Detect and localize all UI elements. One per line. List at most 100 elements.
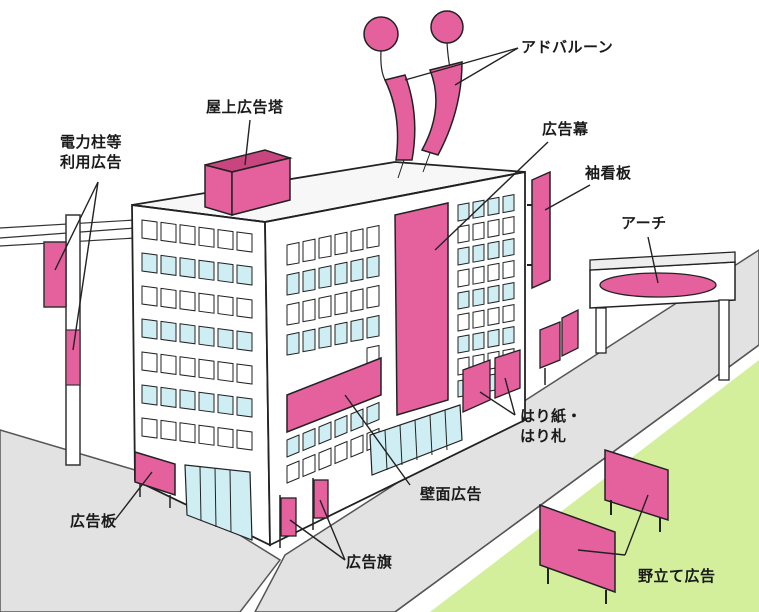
window <box>198 325 215 347</box>
label-utility-pole-line2: 利用広告 <box>60 153 123 171</box>
window <box>302 453 316 478</box>
window <box>286 271 300 296</box>
window <box>179 389 196 411</box>
window <box>302 268 316 293</box>
left-facade-windows <box>141 219 253 451</box>
window <box>236 330 253 352</box>
window <box>236 363 253 385</box>
window <box>318 421 332 445</box>
window <box>457 246 470 266</box>
window <box>457 312 470 332</box>
window <box>198 424 215 446</box>
window <box>318 265 332 289</box>
window <box>236 264 253 286</box>
window <box>487 306 500 326</box>
window <box>502 326 515 346</box>
window <box>286 241 300 266</box>
street-boards <box>539 308 579 385</box>
window <box>141 351 158 373</box>
pole-wrap-sign <box>65 329 81 386</box>
window <box>457 224 470 244</box>
ad-balloons <box>363 10 464 179</box>
window <box>198 391 215 413</box>
label-rooftop-tower: 屋上広告塔 <box>206 98 284 116</box>
pole-banner-sign <box>43 241 67 308</box>
window <box>318 235 332 259</box>
window <box>179 257 196 279</box>
window <box>217 262 234 284</box>
window <box>160 254 177 276</box>
utility-pole <box>0 214 136 466</box>
window <box>141 384 158 406</box>
window <box>366 284 380 309</box>
window <box>236 429 253 451</box>
leader-lines <box>54 47 659 561</box>
window <box>179 224 196 246</box>
window <box>457 290 470 310</box>
window <box>160 320 177 342</box>
window <box>141 219 158 241</box>
rooftop-tower-sign <box>204 149 293 217</box>
label-ad-curtain: 広告幕 <box>542 120 589 138</box>
window <box>198 292 215 314</box>
window <box>236 297 253 319</box>
balloon-left <box>363 16 399 52</box>
window <box>334 291 348 316</box>
window <box>502 238 515 258</box>
window <box>286 434 300 458</box>
balloon-banner-right <box>420 61 463 156</box>
window <box>179 290 196 312</box>
field-signs <box>539 448 669 604</box>
ad-curtain <box>394 202 449 416</box>
window <box>502 282 515 302</box>
projecting-sign <box>527 170 551 290</box>
window <box>302 298 316 323</box>
window <box>472 287 485 307</box>
label-billboard: 広告板 <box>70 512 117 530</box>
window <box>366 401 380 426</box>
label-standing-sign: 野立て広告 <box>638 567 716 585</box>
window <box>179 422 196 444</box>
window <box>179 323 196 345</box>
window <box>198 226 215 248</box>
window <box>141 318 158 340</box>
window <box>198 358 215 380</box>
window <box>141 285 158 307</box>
window <box>286 331 300 356</box>
window <box>217 328 234 350</box>
window <box>350 434 364 458</box>
window <box>472 265 485 285</box>
window <box>217 394 234 416</box>
window <box>160 386 177 408</box>
right-facade-windows <box>286 194 515 484</box>
window <box>366 314 380 339</box>
wall-ad <box>286 356 382 434</box>
window <box>350 228 364 252</box>
window <box>302 328 316 353</box>
window <box>217 361 234 383</box>
window <box>236 231 253 253</box>
window <box>334 261 348 286</box>
window <box>457 334 470 354</box>
window <box>160 287 177 309</box>
window <box>334 321 348 346</box>
window <box>502 216 515 236</box>
window <box>318 295 332 319</box>
label-utility-pole-line1: 電力柱等 <box>60 133 123 151</box>
window <box>472 309 485 329</box>
window <box>487 262 500 282</box>
ground <box>0 249 759 612</box>
window <box>302 427 316 452</box>
billboard <box>134 450 176 508</box>
window <box>502 260 515 280</box>
window <box>334 231 348 256</box>
window <box>141 417 158 439</box>
window <box>286 460 300 484</box>
window <box>487 196 500 216</box>
window <box>334 414 348 439</box>
window <box>160 419 177 441</box>
label-posters-line2: はり札 <box>520 427 567 445</box>
window <box>487 240 500 260</box>
window <box>502 194 515 214</box>
